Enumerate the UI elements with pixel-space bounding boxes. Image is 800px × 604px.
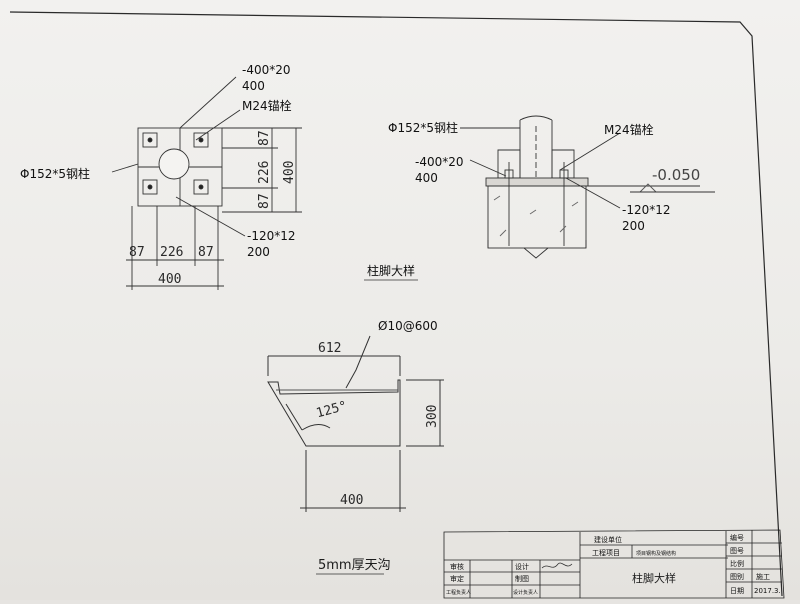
tb-engineer: 工程负责人 — [446, 589, 471, 596]
dim-bottom-total: 400 — [158, 272, 181, 287]
elev-plate-label: -400*20 — [415, 155, 464, 169]
plate-spec-label: -400*20 — [242, 63, 291, 77]
tb-number-label: 编号 — [730, 533, 744, 542]
gutter-section — [267, 335, 444, 512]
dim-right-2: 226 — [257, 161, 272, 184]
title-block — [443, 529, 785, 599]
elev-bolt-label: M24锚栓 — [604, 122, 654, 137]
tb-design-lead: 设计负责人 — [513, 589, 538, 596]
base-plan — [111, 76, 302, 290]
tb-drafting: 制图 — [515, 574, 529, 583]
gutter-dim-height: 300 — [425, 405, 440, 428]
dim-right-1: 87 — [257, 130, 272, 146]
tb-drawing-title: 柱脚大样 — [632, 571, 676, 585]
elev-stiffener-label: -120*12 — [622, 203, 671, 217]
tb-design: 设计 — [515, 562, 529, 571]
gutter-caption: 5mm厚天沟 — [318, 558, 391, 573]
plate-spec-label-2: 400 — [242, 79, 265, 93]
concrete-pedestal — [487, 185, 587, 249]
tb-sheet-no-label: 图号 — [730, 547, 744, 555]
tb-unit-label: 建设单位 — [594, 535, 622, 544]
dim-bottom-3: 87 — [198, 245, 214, 260]
stiffener-label-2: 200 — [247, 245, 270, 259]
tb-stage-label: 图别 — [730, 572, 744, 581]
stiffener-label: -120*12 — [247, 229, 296, 243]
column-label: Φ152*5钢柱 — [20, 166, 90, 181]
sheet-border — [9, 11, 783, 597]
gutter-dim-bottom: 400 — [340, 493, 363, 508]
tb-review: 审核 — [450, 562, 464, 571]
tb-project-value: 项目钢构及钢结构 — [636, 550, 676, 557]
tb-project-label: 工程项目 — [592, 548, 620, 557]
tb-date-value: 2017.3. — [754, 587, 781, 595]
base-plan-labels: -400*20 400 M24锚栓 Φ152*5钢柱 -120*12 200 8… — [20, 63, 297, 287]
detail-title: 柱脚大样 — [367, 263, 415, 278]
column-section-icon — [158, 148, 190, 180]
angle-arc — [301, 424, 331, 431]
title-block-text: 建设单位 工程项目 项目钢构及钢结构 柱脚大样 审核 审定 工程负责人 设计 制… — [446, 533, 781, 596]
bolt-label: M24锚栓 — [242, 98, 292, 113]
tb-scale-label: 比例 — [730, 559, 744, 568]
base-elevation-labels: Φ152*5钢柱 M24锚栓 -400*20 400 -0.050 -120*1… — [388, 120, 700, 233]
dim-bottom-2: 226 — [160, 245, 183, 260]
elev-column-label: Φ152*5钢柱 — [388, 120, 458, 135]
tb-date-label: 日期 — [730, 587, 744, 595]
gutter-dim-top: 612 — [318, 341, 341, 356]
dim-bottom-1: 87 — [129, 245, 145, 260]
tb-stage-value: 施工 — [756, 572, 770, 581]
rebar-label: Ø10@600 — [378, 319, 438, 333]
dim-right-3: 87 — [257, 193, 272, 209]
base-elevation — [460, 115, 715, 259]
elev-stiffener-label-2: 200 — [622, 219, 645, 233]
tb-approve: 审定 — [450, 574, 464, 583]
dim-right-total: 400 — [282, 161, 297, 184]
anchor-bolt-icon — [147, 137, 153, 143]
gutter-angle: 125° — [315, 399, 349, 422]
elev-plate-label-2: 400 — [415, 171, 438, 185]
gutter-profile — [267, 379, 401, 447]
designer-signature — [541, 562, 573, 569]
elevation-level: -0.050 — [652, 166, 700, 184]
